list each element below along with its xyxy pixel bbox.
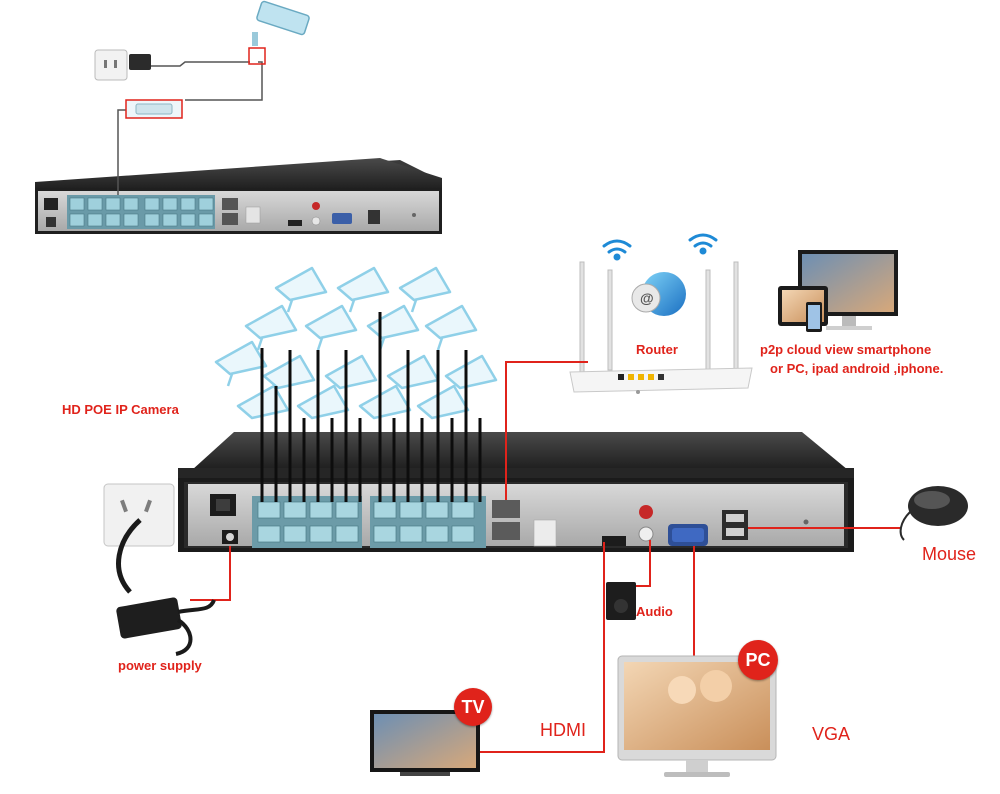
tv-badge: TV <box>454 688 492 726</box>
monitor-icon <box>617 655 777 777</box>
audio-out-port <box>638 526 654 542</box>
main-poe-ports <box>252 496 486 548</box>
ip-camera-icon <box>366 304 420 351</box>
phone-icon <box>806 302 822 332</box>
svg-text:@: @ <box>640 290 654 306</box>
ip-camera-icon <box>358 384 412 420</box>
ip-camera-icon <box>398 266 452 313</box>
wifi-icon <box>602 239 632 261</box>
ip-camera-icon <box>386 354 440 390</box>
mouse-icon <box>899 486 968 541</box>
wall-socket-icon <box>103 483 175 547</box>
p2p-label-line2: or PC, ipad android ,iphone. <box>770 361 944 376</box>
camera-label: HD POE IP Camera <box>62 402 179 417</box>
ip-camera-icon <box>296 384 350 420</box>
main-nvr <box>178 432 854 552</box>
power-supply-label: power supply <box>118 658 202 673</box>
lan-port <box>492 500 520 518</box>
ip-camera-icon <box>424 304 478 351</box>
wifi-icon <box>688 233 718 255</box>
router-icon: @ <box>569 261 753 394</box>
vga-label: VGA <box>812 724 851 744</box>
ip-camera-group <box>214 266 498 420</box>
ip-camera-icon <box>444 354 498 390</box>
pc-badge: PC <box>738 640 778 680</box>
audio-label: Audio <box>636 604 673 619</box>
mouse-label: Mouse <box>922 544 977 564</box>
ip-camera-icon <box>336 266 390 313</box>
top-wiring <box>117 61 263 195</box>
small-nvr <box>35 158 442 234</box>
power-adapter-icon <box>116 518 216 656</box>
ip-camera-icon <box>274 266 328 313</box>
camera-cables <box>260 312 482 502</box>
ip-camera-icon <box>416 384 470 420</box>
audio-in-port <box>639 505 653 519</box>
top-wall-socket-icon <box>94 49 151 81</box>
speaker-icon <box>606 582 636 620</box>
p2p-label-line1: p2p cloud view smartphone <box>760 342 932 357</box>
ip-camera-icon <box>324 354 378 390</box>
hdmi-port <box>602 536 626 546</box>
top-ip-camera-icon <box>248 0 310 65</box>
router-label: Router <box>636 342 678 357</box>
red-wiring <box>190 361 900 753</box>
ip-camera-icon <box>244 304 298 351</box>
ip-camera-icon <box>304 304 358 351</box>
ip-camera-icon <box>214 340 268 387</box>
small-nvr-poe-ports <box>67 195 215 229</box>
hdmi-label: HDMI <box>540 720 586 740</box>
